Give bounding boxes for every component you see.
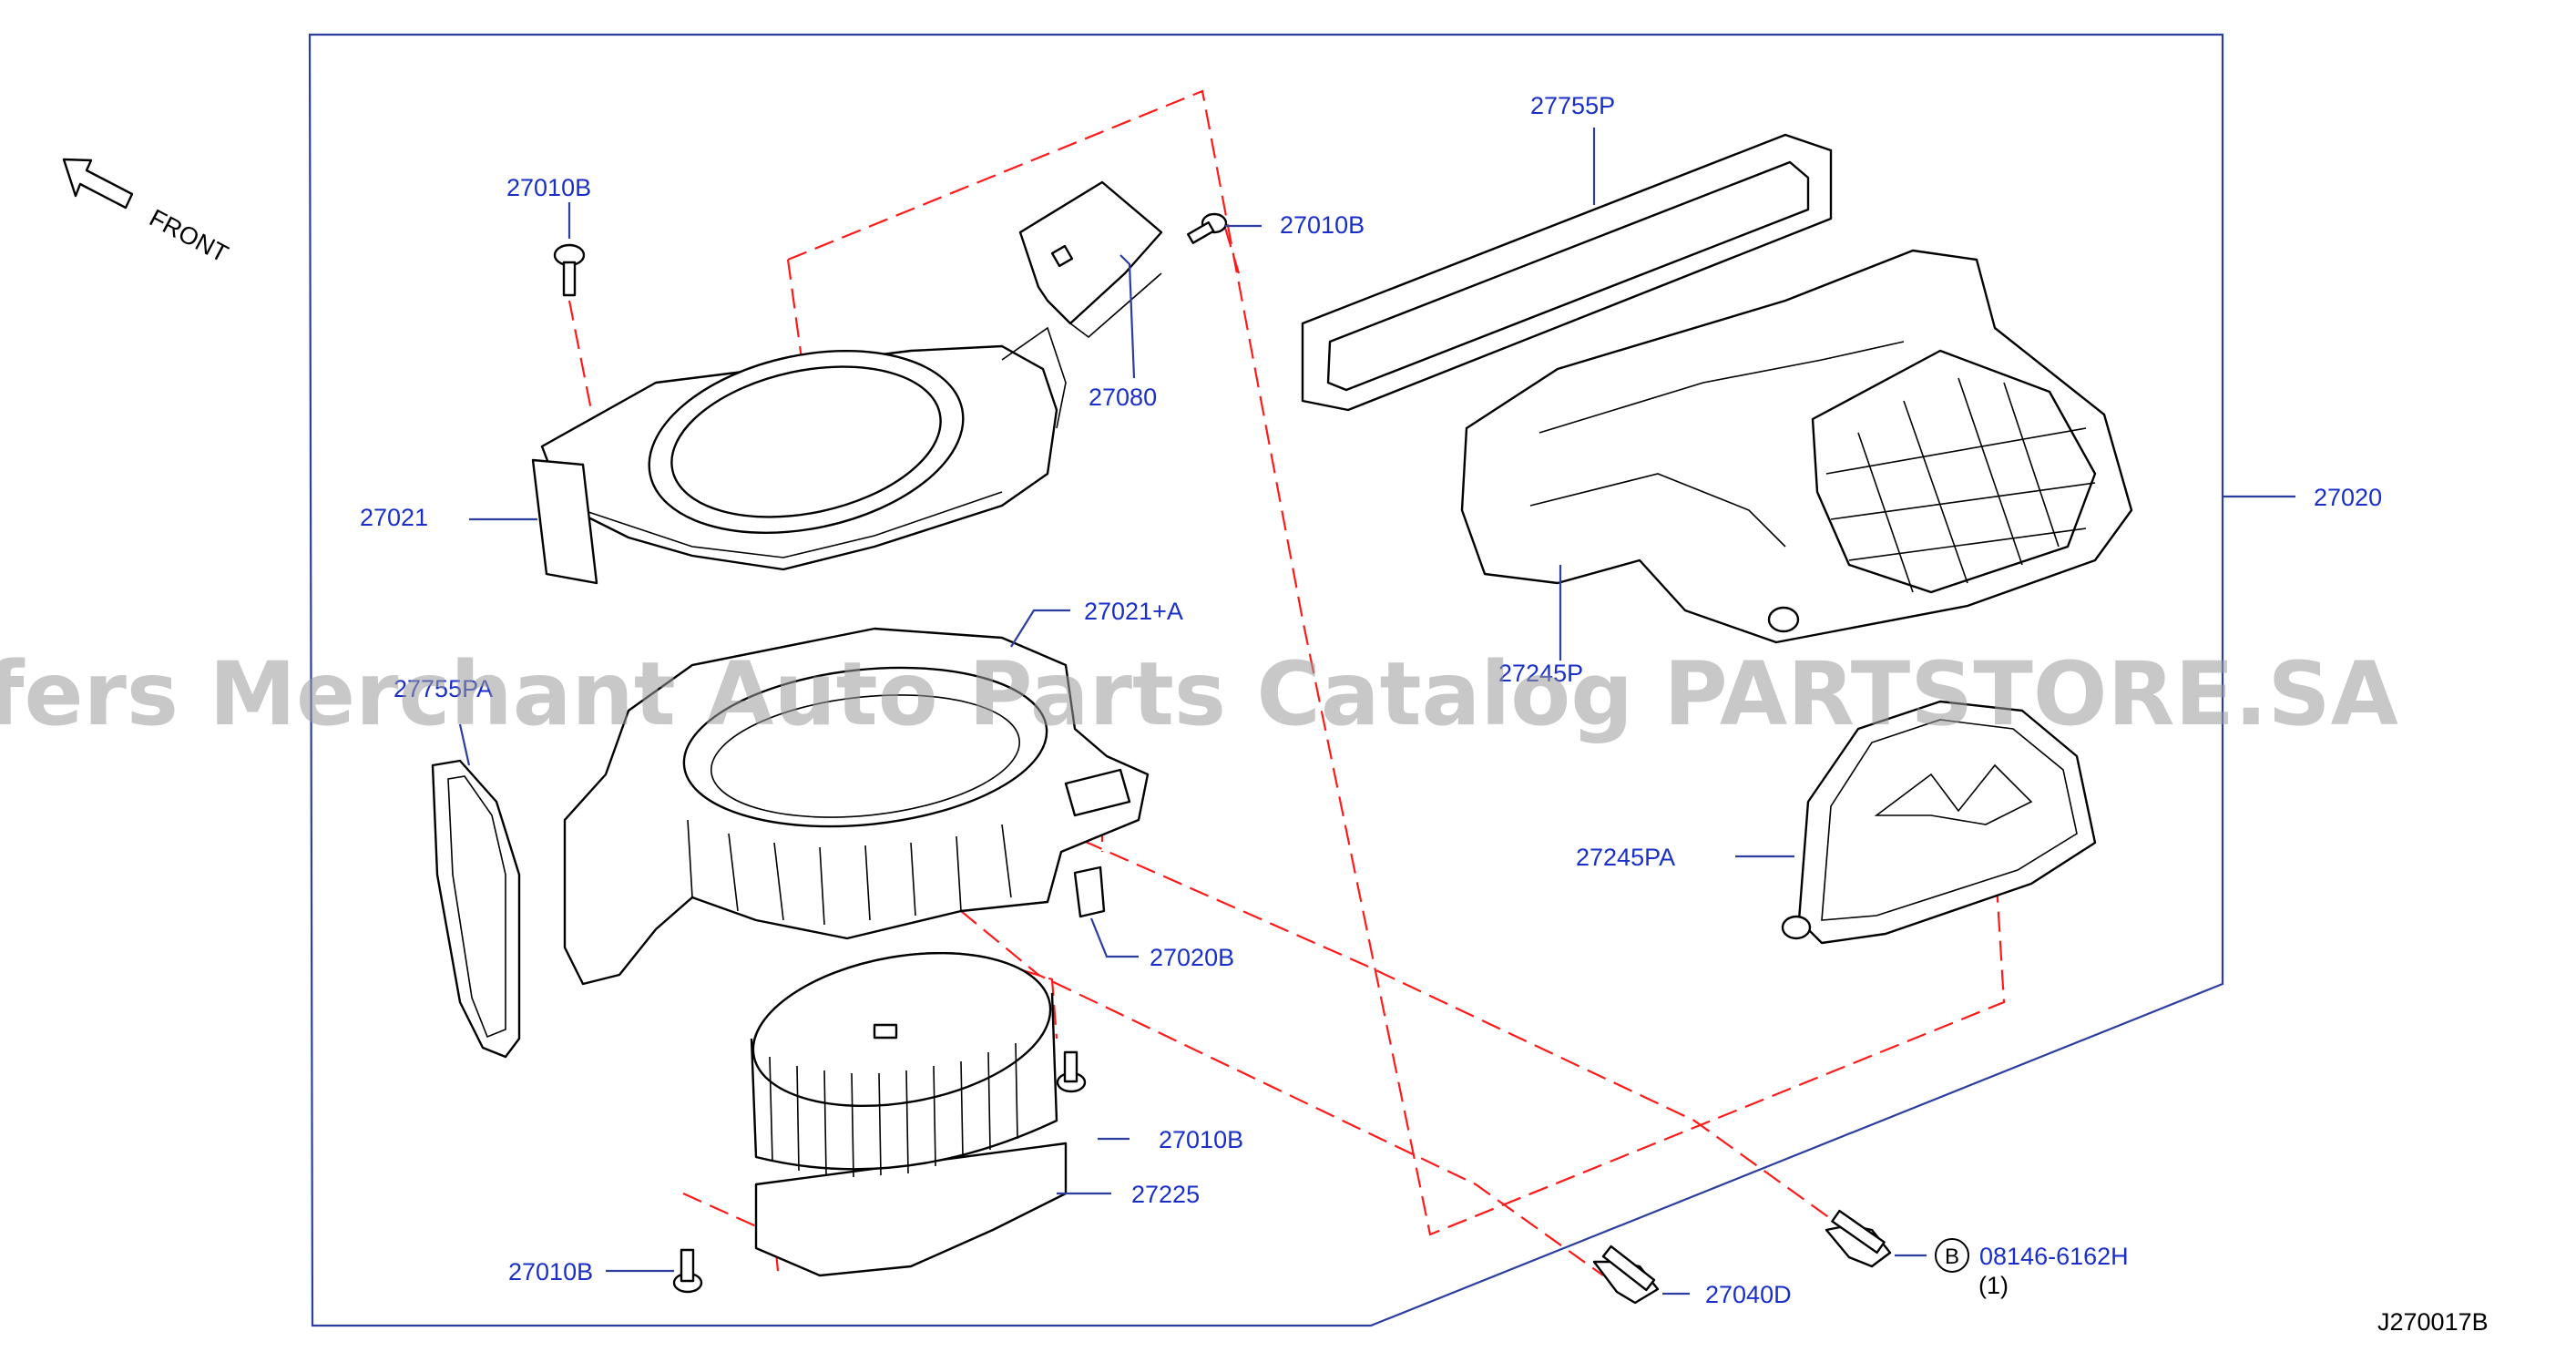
label-27755p[interactable]: 27755P: [1530, 92, 1615, 119]
label-27245pa[interactable]: 27245PA: [1576, 844, 1675, 871]
label-27021a[interactable]: 27021+A: [1084, 598, 1183, 625]
label-27755pa[interactable]: 27755PA: [394, 675, 493, 702]
label-27040d[interactable]: 27040D: [1705, 1281, 1792, 1308]
part-27225-blower-motor: [750, 951, 1068, 1277]
label-27245p[interactable]: 27245P: [1498, 660, 1583, 687]
callout-circle-icon: [1935, 1238, 1969, 1273]
label-27020b[interactable]: 27020B: [1150, 944, 1234, 971]
part-27755p-gasket: [1301, 133, 1833, 412]
bolt-icon-27040d: [1592, 1244, 1660, 1305]
label-27010b-bottom[interactable]: 27010B: [508, 1258, 593, 1285]
callout-letter: B: [1945, 1244, 1959, 1269]
screw-icon-bottom: [672, 1248, 703, 1294]
label-08146-6162h[interactable]: 08146-6162H: [1979, 1243, 2129, 1270]
watermark: Offers Merchant Auto Parts Catalog PARTS…: [0, 643, 2398, 745]
callout-qty: (1): [1978, 1272, 2009, 1299]
label-27021[interactable]: 27021: [360, 504, 428, 531]
label-27020[interactable]: 27020: [2314, 484, 2382, 511]
label-27225[interactable]: 27225: [1131, 1181, 1200, 1208]
bolt-icon-08146: [1825, 1209, 1892, 1268]
screw-icon-top: [553, 243, 586, 297]
part-27245pa-cover: [1781, 700, 2097, 945]
screw-icon-mid: [1056, 1050, 1087, 1093]
part-27021a-blower-housing: [563, 627, 1150, 986]
label-27010b-top[interactable]: 27010B: [506, 174, 591, 201]
assembly-frame: [308, 33, 2224, 1327]
part-27245p-intake-duct: [1460, 249, 2133, 644]
front-arrow-icon: [62, 158, 134, 210]
label-27010b-right[interactable]: 27010B: [1280, 211, 1365, 239]
part-27755pa-gasket: [431, 759, 521, 1059]
part-27020b-clip: [1073, 865, 1106, 918]
label-27010b-mid[interactable]: 27010B: [1159, 1126, 1243, 1153]
screw-icon-right: [1187, 212, 1228, 244]
leader-lines: [458, 128, 2295, 1296]
drawing-id: J270017B: [2377, 1308, 2489, 1336]
front-label: FRONT: [145, 204, 232, 268]
part-27080-resistor: [1018, 180, 1163, 339]
label-27080[interactable]: 27080: [1089, 384, 1157, 411]
part-27021-upper-case: [531, 326, 1067, 585]
